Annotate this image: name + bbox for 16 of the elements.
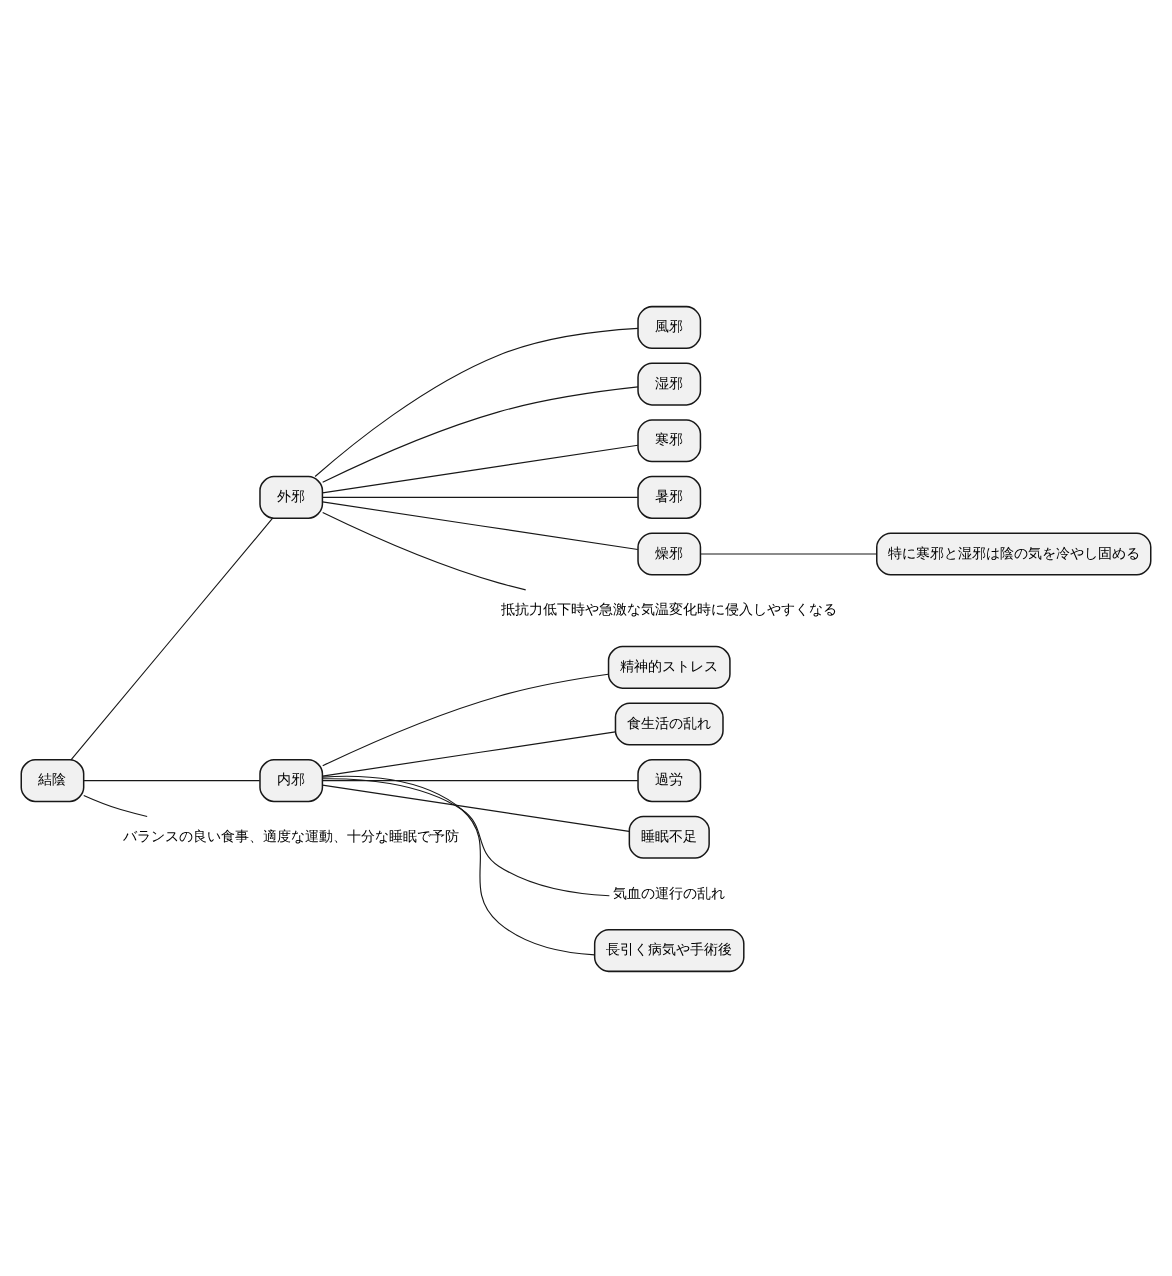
connector — [321, 500, 639, 550]
connector — [321, 777, 610, 896]
connector — [314, 326, 639, 477]
connector — [321, 779, 639, 781]
connector — [322, 511, 527, 590]
connector — [699, 552, 878, 554]
connector — [321, 783, 630, 831]
connector — [321, 443, 639, 493]
connector — [83, 793, 148, 817]
connector — [83, 779, 261, 781]
connector — [322, 672, 609, 766]
connector — [70, 516, 274, 760]
connector — [321, 730, 616, 776]
connector — [321, 774, 596, 955]
connector — [321, 495, 639, 497]
connector — [322, 385, 639, 482]
